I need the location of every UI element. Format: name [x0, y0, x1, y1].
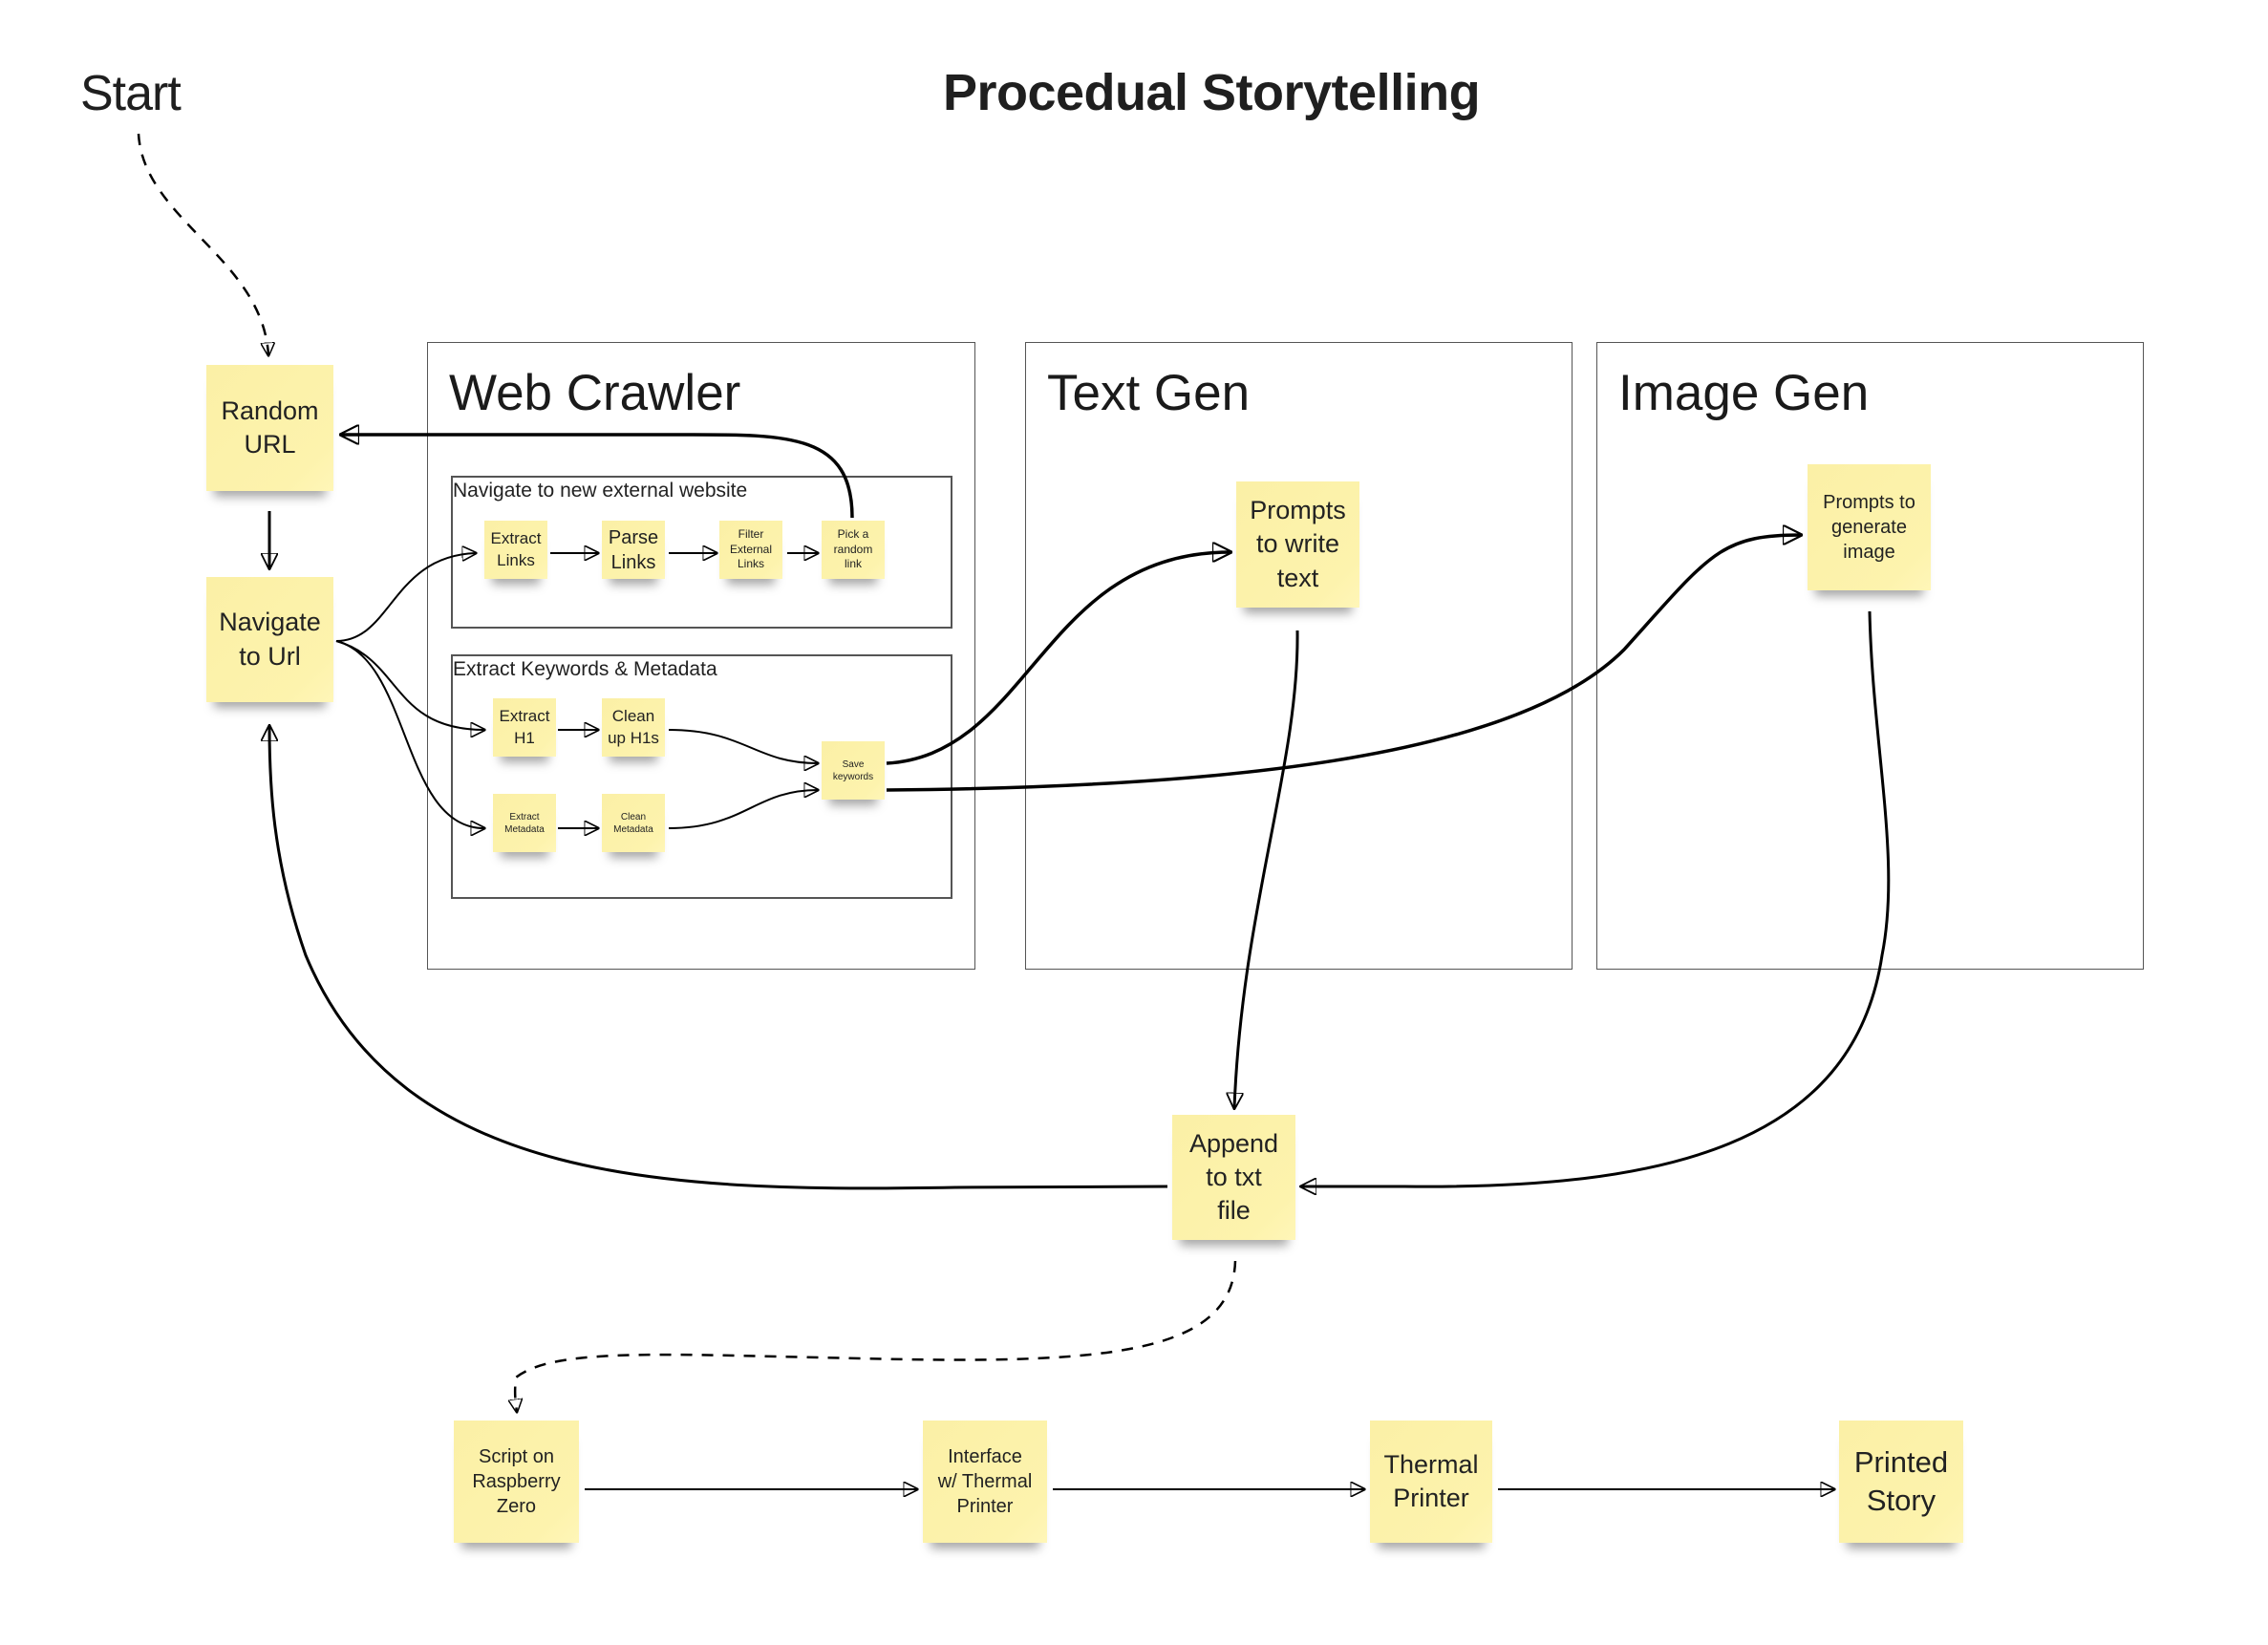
note-clean-up-h1s[interactable]: Clean up H1s — [602, 698, 665, 757]
note-save-keywords[interactable]: Save keywords — [822, 741, 885, 800]
note-pick-random-link[interactable]: Pick a random link — [822, 521, 885, 579]
note-thermal-printer[interactable]: Thermal Printer — [1370, 1421, 1492, 1543]
group-title-navigate: Navigate to new external website — [453, 480, 748, 502]
page-title: Procedual Storytelling — [942, 64, 1481, 121]
note-navigate-to-url[interactable]: Navigate to Url — [206, 577, 333, 702]
note-extract-h1[interactable]: Extract H1 — [493, 698, 556, 757]
note-script-raspberry-zero[interactable]: Script on Raspberry Zero — [454, 1421, 579, 1543]
note-printed-story[interactable]: Printed Story — [1839, 1421, 1963, 1543]
note-interface-thermal-printer[interactable]: Interface w/ Thermal Printer — [923, 1421, 1047, 1543]
note-filter-external-links[interactable]: Filter External Links — [719, 521, 782, 579]
start-label: Start — [80, 66, 182, 121]
frame-web-crawler[interactable]: Web Crawler — [427, 342, 975, 970]
connector-start-random-url — [137, 133, 268, 355]
note-random-url[interactable]: Random URL — [206, 365, 333, 491]
frame-text-gen[interactable]: Text Gen — [1025, 342, 1573, 970]
frame-image-gen[interactable]: Image Gen — [1596, 342, 2144, 970]
connector-append-script — [515, 1260, 1237, 1412]
note-prompts-write-text[interactable]: Prompts to write text — [1236, 481, 1359, 608]
group-title-extract: Extract Keywords & Metadata — [453, 658, 717, 680]
note-extract-metadata[interactable]: Extract Metadata — [493, 794, 556, 852]
note-append-txt-file[interactable]: Append to txt file — [1172, 1115, 1295, 1240]
note-parse-links[interactable]: Parse Links — [602, 521, 665, 579]
frame-title-image-gen: Image Gen — [1618, 365, 1870, 421]
frame-title-web-crawler: Web Crawler — [449, 365, 741, 421]
note-extract-links[interactable]: Extract Links — [484, 521, 547, 579]
frame-title-text-gen: Text Gen — [1047, 365, 1251, 421]
note-clean-metadata[interactable]: Clean Metadata — [602, 794, 665, 852]
note-prompts-generate-image[interactable]: Prompts to generate image — [1808, 464, 1931, 590]
